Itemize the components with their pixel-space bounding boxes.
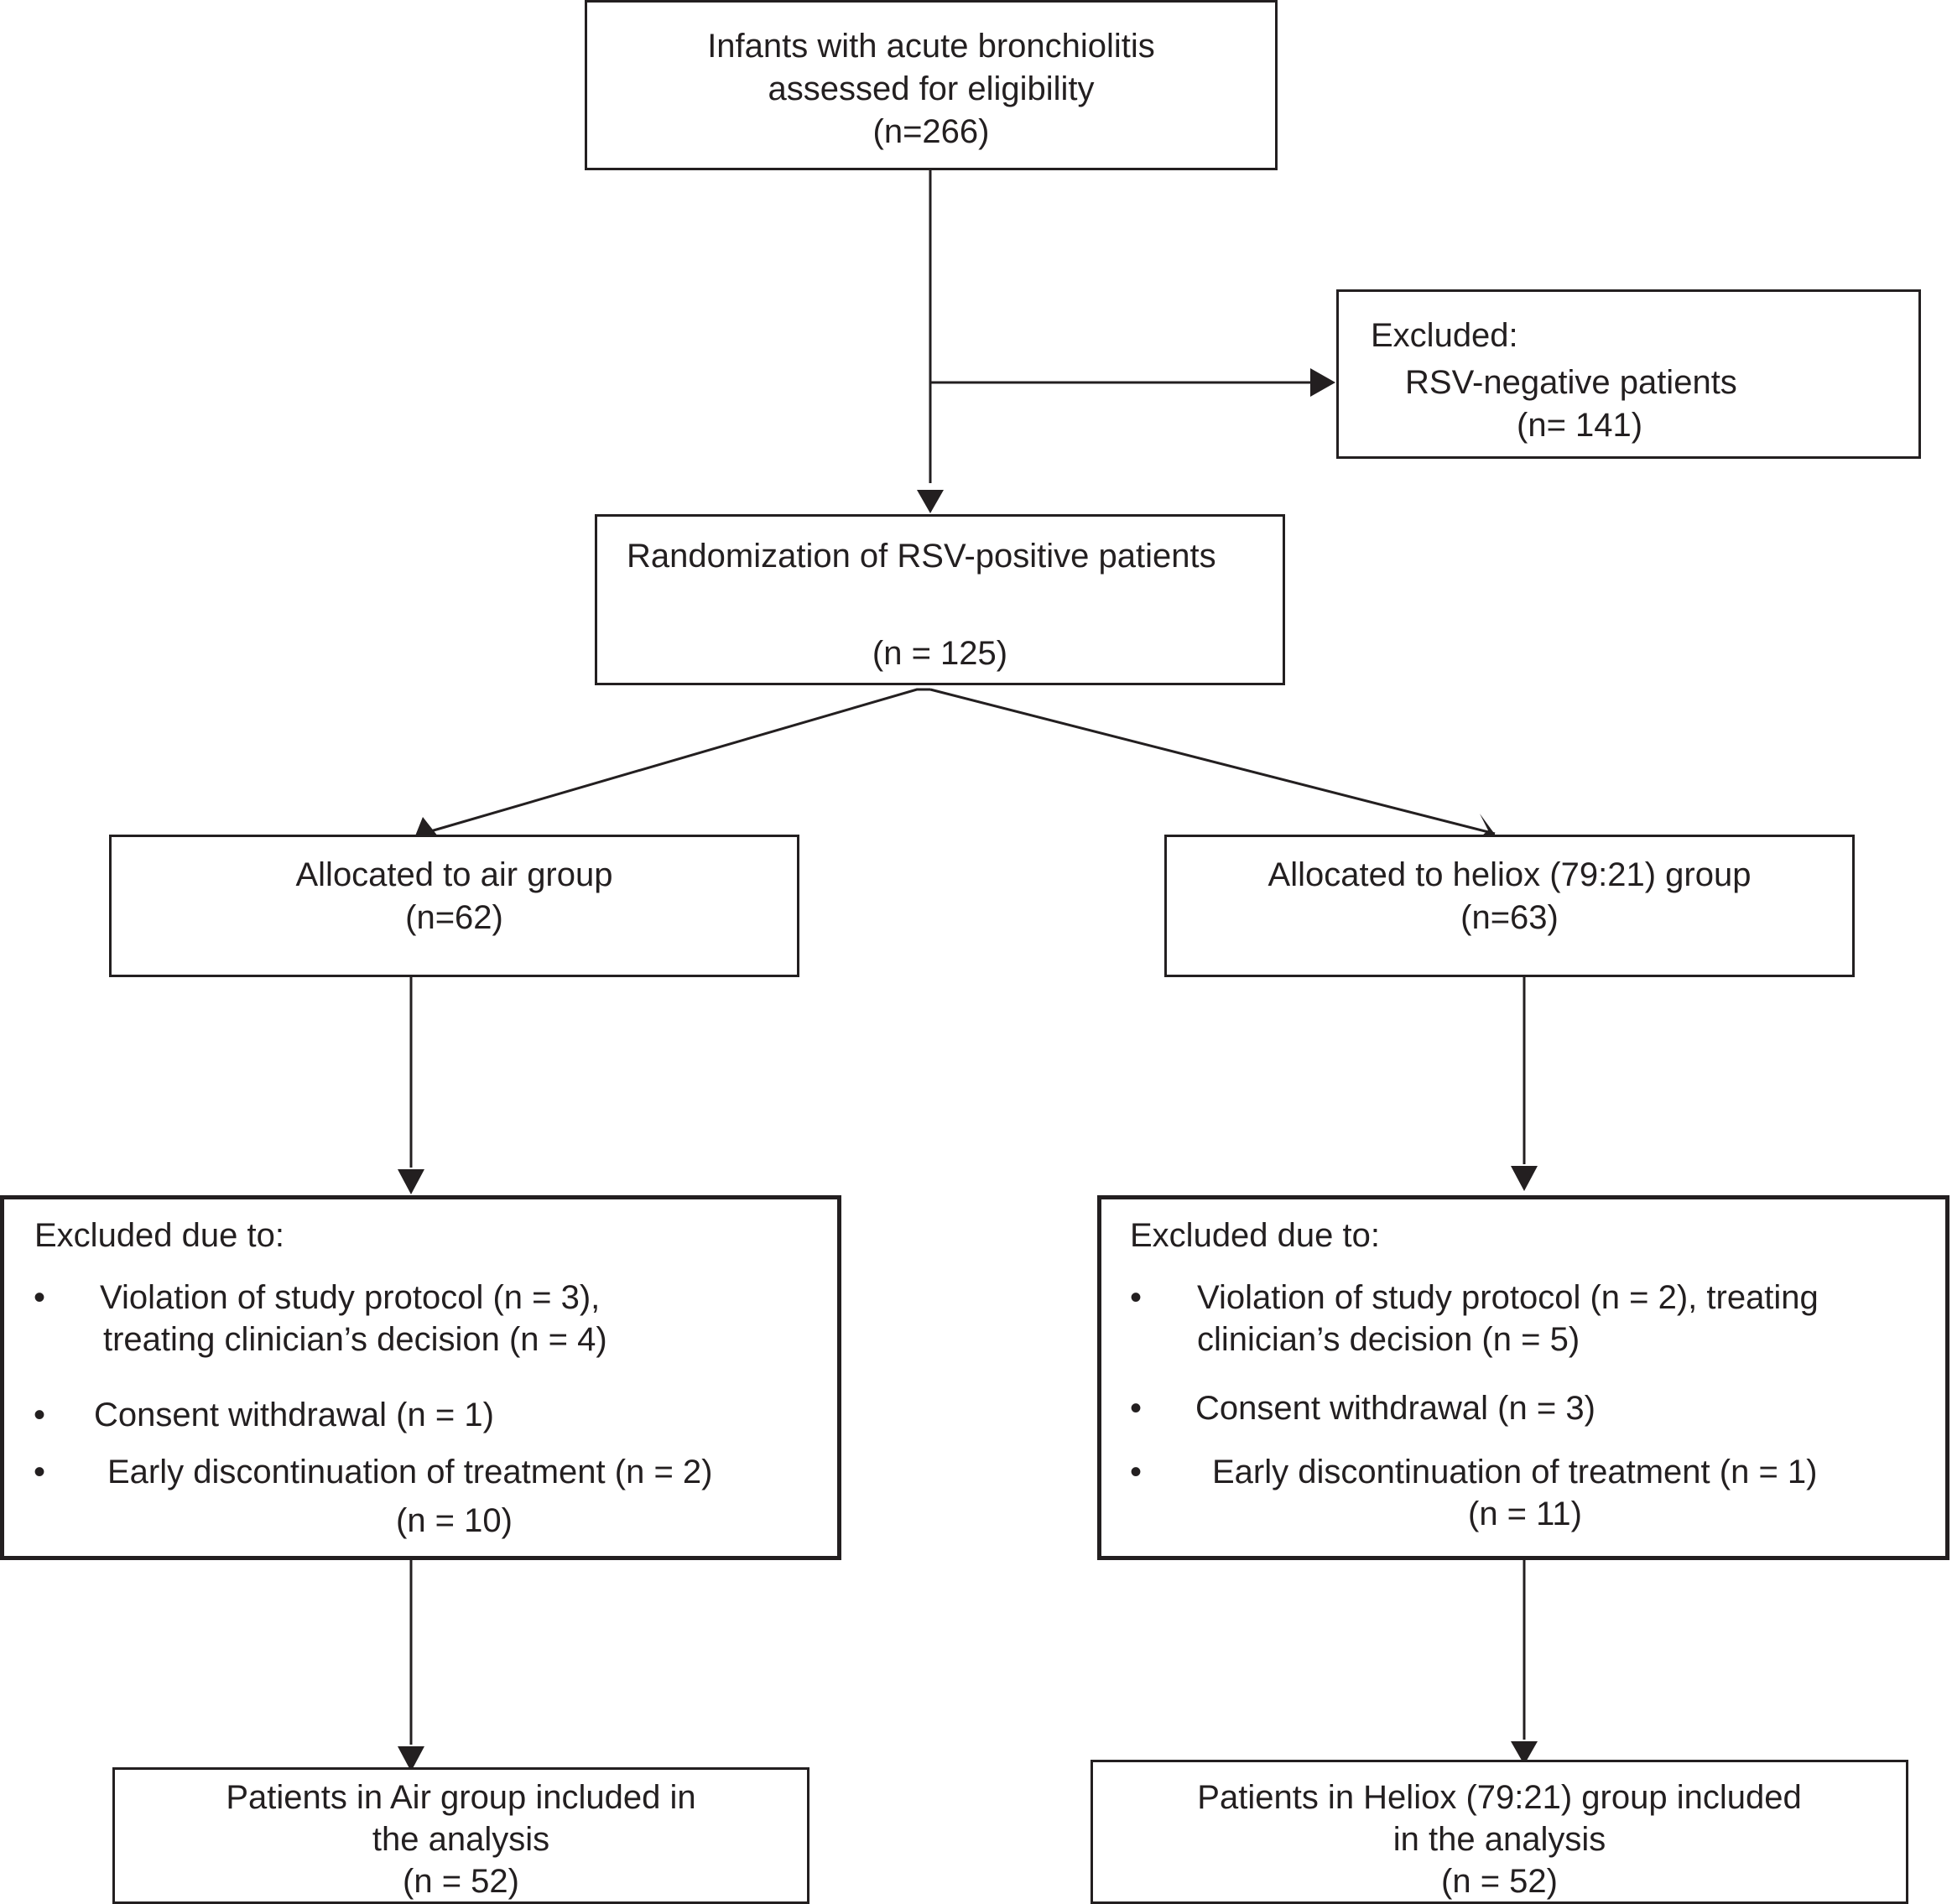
bullet-icon: • — [1130, 1279, 1143, 1316]
air-allocation-title: Allocated to air group — [295, 856, 613, 893]
assessed-count: (n=266) — [872, 113, 990, 150]
randomization-count: (n = 125) — [872, 635, 1008, 672]
arrowhead-heliox-excluded — [1511, 1166, 1538, 1191]
bullet-icon: • — [1130, 1454, 1143, 1490]
heliox-analysis-line2: in the analysis — [1392, 1821, 1606, 1858]
bullet-icon: • — [1130, 1390, 1143, 1427]
heliox-excluded-item2: Consent withdrawal (n = 3) — [1195, 1390, 1595, 1427]
excluded-rsv-negative-box: Excluded: RSV-negative patients (n= 141) — [1336, 289, 1921, 459]
bullet-icon: • — [34, 1454, 46, 1490]
air-excluded-item2: Consent withdrawal (n = 1) — [94, 1397, 494, 1433]
heliox-analysis-box: Patients in Heliox (79:21) group include… — [1091, 1760, 1908, 1904]
assessed-line1: Infants with acute bronchiolitis — [707, 28, 1155, 65]
heliox-excluded-item1-line1: Violation of study protocol (n = 2), tre… — [1197, 1279, 1819, 1316]
air-excluded-item1-line1: Violation of study protocol (n = 3), — [100, 1279, 601, 1316]
excluded-reason: RSV-negative patients — [1405, 364, 1737, 401]
air-excluded-box: Excluded due to: • Violation of study pr… — [0, 1195, 841, 1560]
arrowhead-randomization — [917, 490, 944, 513]
heliox-excluded-heading: Excluded due to: — [1130, 1217, 1380, 1254]
heliox-excluded-box: Excluded due to: • Violation of study pr… — [1097, 1195, 1949, 1560]
air-analysis-line1: Patients in Air group included in — [226, 1779, 696, 1816]
arrowhead-air-analysis — [398, 1746, 424, 1771]
heliox-excluded-item1-line2: clinician’s decision (n = 5) — [1197, 1321, 1580, 1358]
heliox-analysis-line1: Patients in Heliox (79:21) group include… — [1197, 1779, 1802, 1816]
assessed-line2: assessed for eligibility — [768, 70, 1095, 107]
heliox-excluded-item3: Early discontinuation of treatment (n = … — [1212, 1454, 1818, 1490]
bullet-icon: • — [34, 1397, 46, 1433]
randomization-title: Randomization of RSV-positive patients — [627, 538, 1216, 575]
arrowhead-excluded-top — [1310, 368, 1335, 397]
air-analysis-box: Patients in Air group included in the an… — [112, 1767, 809, 1904]
heliox-excluded-count: (n = 11) — [1468, 1496, 1582, 1532]
arrowhead-heliox-alloc — [1476, 814, 1498, 840]
excluded-count: (n= 141) — [1517, 407, 1643, 444]
air-excluded-item3: Early discontinuation of treatment (n = … — [107, 1454, 713, 1490]
arrowhead-heliox-analysis — [1511, 1741, 1538, 1765]
heliox-allocation-title: Allocated to heliox (79:21) group — [1267, 856, 1752, 893]
heliox-allocation-count: (n=63) — [1460, 899, 1559, 936]
arrowhead-air-excluded — [398, 1169, 424, 1194]
heliox-analysis-count: (n = 52) — [1441, 1863, 1558, 1900]
air-excluded-item1-line2: treating clinician’s decision (n = 4) — [103, 1321, 607, 1358]
randomization-box: Randomization of RSV-positive patients (… — [595, 514, 1285, 685]
branch-to-heliox — [929, 688, 1496, 835]
bullet-icon: • — [34, 1279, 46, 1316]
heliox-allocation-box: Allocated to heliox (79:21) group (n=63) — [1164, 835, 1855, 977]
assessed-box: Infants with acute bronchiolitis assesse… — [585, 0, 1278, 170]
air-analysis-line2: the analysis — [372, 1821, 550, 1858]
air-excluded-heading: Excluded due to: — [34, 1217, 284, 1254]
air-allocation-count: (n=62) — [405, 899, 503, 936]
branch-to-air — [427, 688, 930, 834]
excluded-heading: Excluded: — [1371, 317, 1518, 354]
air-analysis-count: (n = 52) — [403, 1863, 519, 1900]
air-allocation-box: Allocated to air group (n=62) — [109, 835, 799, 977]
air-excluded-count: (n = 10) — [396, 1502, 513, 1539]
